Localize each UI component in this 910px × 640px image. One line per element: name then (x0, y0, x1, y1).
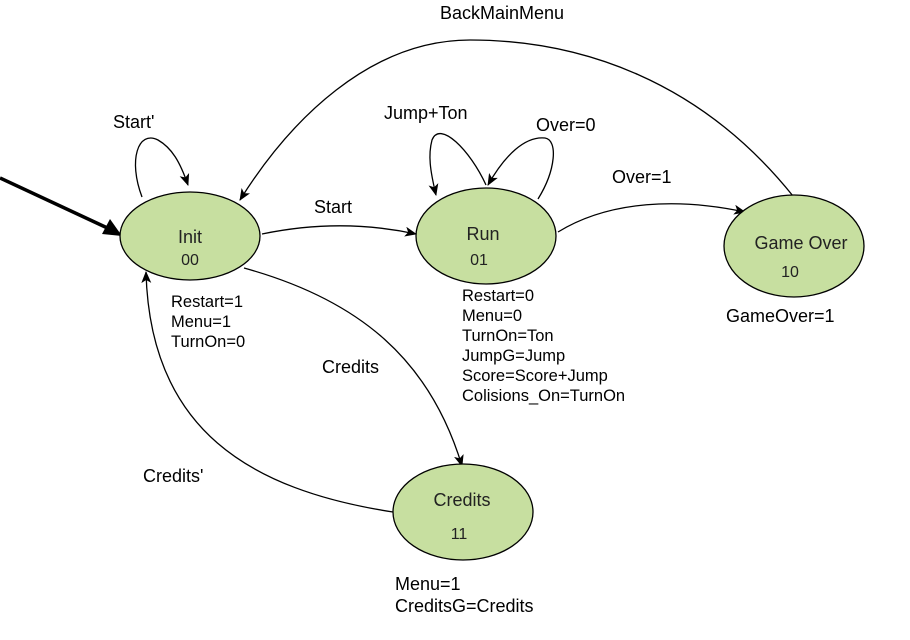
state-credits-ellipse (392, 463, 534, 561)
state-credits-code: 11 (451, 526, 468, 543)
outputs-credits: Menu=1 CreditsG=Credits (395, 574, 534, 616)
outputs-init: Restart=1 Menu=1 TurnOn=0 (171, 293, 245, 351)
output-line: Colisions_On=TurnOn (462, 387, 625, 405)
output-line: Menu=1 (395, 574, 461, 594)
edge-credits-to-init (141, 271, 394, 513)
edge-run-to-gameover (557, 203, 746, 233)
output-line: JumpG=Jump (462, 347, 565, 365)
output-line: TurnOn=Ton (462, 327, 554, 345)
output-line: Score=Score+Jump (462, 367, 608, 385)
output-line: TurnOn=0 (171, 333, 245, 351)
edge-run-self-jump (428, 133, 487, 196)
outputs-run: Restart=0 Menu=0 TurnOn=Ton JumpG=Jump S… (462, 287, 625, 405)
state-run-ellipse (415, 187, 557, 285)
edge-init-to-run (261, 225, 417, 237)
label-init-to-run: Start (314, 197, 352, 217)
output-line: GameOver=1 (726, 306, 835, 326)
output-line: Menu=1 (171, 313, 231, 331)
state-gameover-name: Game Over (754, 233, 847, 253)
label-run-self-jump: Jump+Ton (384, 103, 468, 123)
state-credits-name: Credits (433, 490, 490, 510)
state-init-name: Init (178, 227, 202, 247)
label-run-self-over: Over=0 (536, 115, 596, 135)
label-init-self: Start' (113, 112, 154, 132)
initial-state-arrowhead (102, 219, 122, 236)
state-gameover[interactable]: Game Over 10 (723, 194, 865, 298)
state-init-code: 00 (181, 252, 199, 269)
state-gameover-code: 10 (781, 264, 799, 281)
state-run[interactable]: Run 01 (415, 187, 557, 285)
edge-init-to-credits (243, 267, 464, 467)
initial-state-arrow (0, 176, 117, 234)
label-init-to-credits: Credits (322, 357, 379, 377)
label-gameover-to-init: BackMainMenu (440, 3, 564, 23)
output-line: Restart=0 (462, 287, 534, 305)
output-line: Menu=0 (462, 307, 522, 325)
outputs-gameover: GameOver=1 (726, 306, 835, 326)
edge-run-self-over (487, 137, 555, 200)
label-credits-to-init: Credits' (143, 466, 203, 486)
state-credits[interactable]: Credits 11 (392, 463, 534, 561)
output-line: Restart=1 (171, 293, 243, 311)
state-gameover-ellipse (723, 194, 865, 298)
state-init[interactable]: Init 00 (119, 191, 261, 281)
state-init-ellipse (119, 191, 261, 281)
label-run-to-gameover: Over=1 (612, 167, 672, 187)
state-run-name: Run (466, 224, 499, 244)
output-line: CreditsG=Credits (395, 596, 534, 616)
edge-gameover-to-init (239, 39, 794, 201)
edge-init-self (134, 137, 190, 198)
state-run-code: 01 (470, 252, 488, 269)
